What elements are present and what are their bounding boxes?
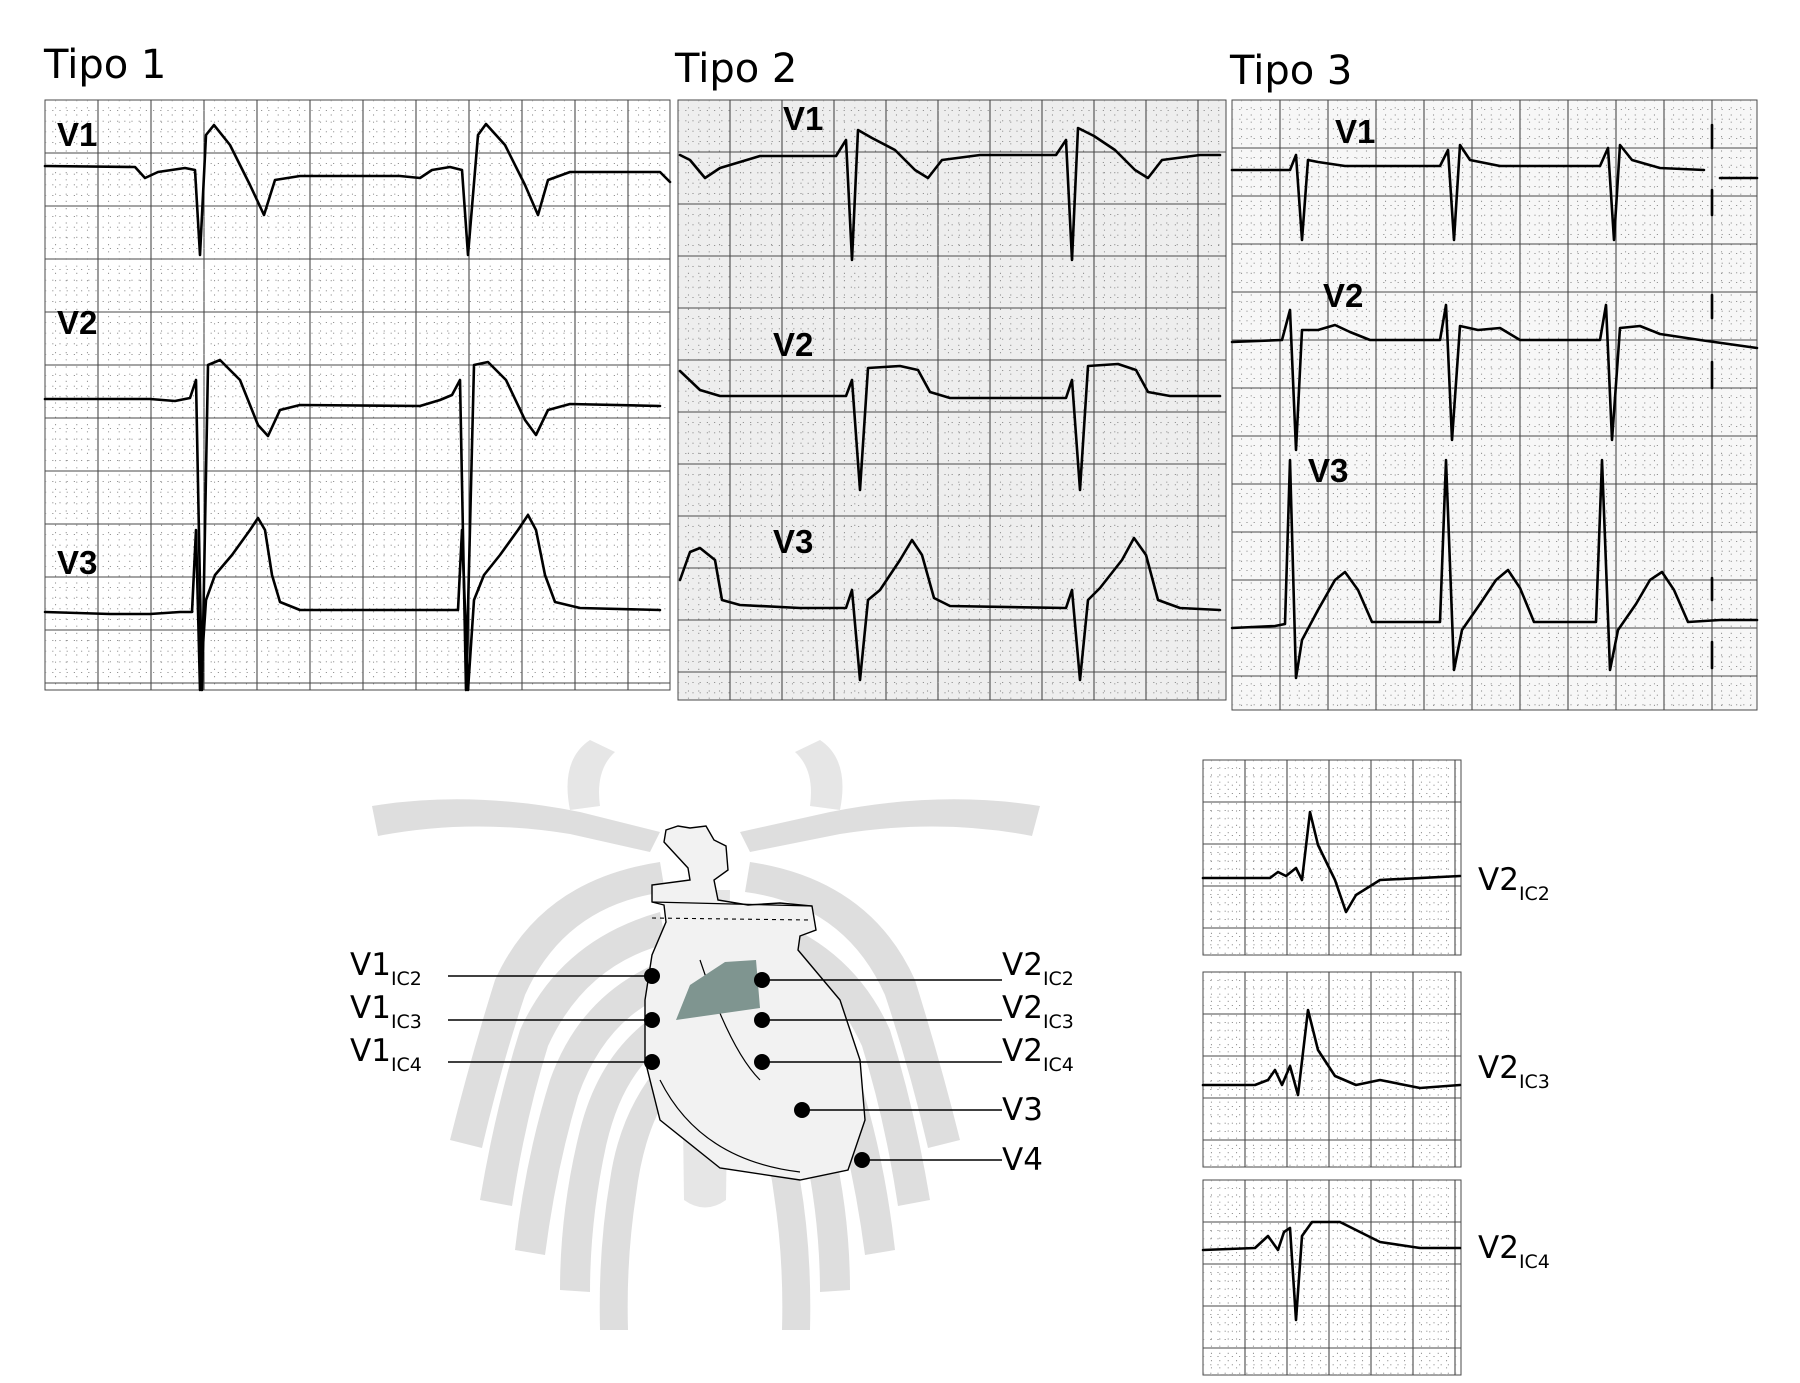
tipo-2-lead-v1: V1 [783, 100, 823, 137]
tipo-2-v3-trace [678, 536, 1222, 682]
electrode-v3 [794, 1102, 810, 1118]
label-v3: V3 [1002, 1092, 1043, 1128]
tipo-1-v1-trace [43, 122, 672, 257]
tipo-3-v3-trace [1230, 458, 1759, 680]
label-v2-ic3: V2IC3 [1002, 990, 1074, 1033]
label-v4: V4 [1002, 1142, 1043, 1178]
tipo-1-v3-trace [43, 513, 662, 692]
label-v1-ic3: V1IC3 [350, 990, 422, 1033]
strip-v2-ic2-trace [1201, 810, 1462, 914]
strip-label-v2-ic3: V2IC3 [1478, 1050, 1550, 1093]
tipo-3-v1-trace [1230, 143, 1759, 242]
ecg-grid-tipo-2 [677, 99, 1227, 701]
electrode-v1-ic4 [644, 1054, 660, 1070]
strip-label-v2-ic2: V2IC2 [1478, 862, 1550, 905]
tipo-2-v1-trace [678, 126, 1222, 262]
tipo-3-lead-v1: V1 [1335, 113, 1375, 150]
electrode-v4 [854, 1152, 870, 1168]
ecg-grid-tipo-3 [1231, 99, 1758, 711]
panel-title-tipo-1: Tipo 1 [43, 42, 166, 88]
electrode-leader-lines [448, 975, 1002, 1161]
electrode-v1-ic2 [644, 968, 660, 984]
panel-title-tipo-3: Tipo 3 [1229, 48, 1352, 94]
tipo-1-lead-v2: V2 [57, 304, 97, 341]
label-v2-ic4: V2IC4 [1002, 1033, 1074, 1076]
label-v2-ic2: V2IC2 [1002, 947, 1074, 990]
strip-v2-ic3-trace [1201, 1008, 1462, 1097]
electrode-v2-ic4 [754, 1054, 770, 1070]
strip-label-v2-ic4: V2IC4 [1478, 1230, 1550, 1273]
strip-v2-ic4-trace [1201, 1220, 1462, 1322]
tipo-2-lead-v2: V2 [773, 326, 813, 363]
tipo-2-v2-trace [678, 362, 1222, 492]
tipo-3-v2-trace [1230, 303, 1759, 452]
tipo-3-lead-v2: V2 [1323, 277, 1363, 314]
electrode-v2-ic2 [754, 972, 770, 988]
electrode-v1-ic3 [644, 1012, 660, 1028]
ecg-grid-strip-ic2 [1202, 759, 1462, 956]
ecg-grid-strip-ic4 [1202, 1179, 1462, 1376]
rvot-shaded-region [676, 960, 760, 1020]
tipo-1-lead-v3: V3 [57, 544, 97, 581]
tipo-2-lead-v3: V3 [773, 523, 813, 560]
electrode-v2-ic3 [754, 1012, 770, 1028]
heart-outline [644, 825, 866, 1181]
tipo-1-v2-trace [43, 358, 662, 692]
label-v1-ic4: V1IC4 [350, 1033, 422, 1076]
label-v1-ic2: V1IC2 [350, 947, 422, 990]
tipo-1-lead-v1: V1 [57, 116, 97, 153]
ecg-grid-tipo-1 [44, 99, 671, 691]
panel-title-tipo-2: Tipo 2 [674, 46, 797, 92]
tipo-3-lead-v3: V3 [1308, 452, 1348, 489]
